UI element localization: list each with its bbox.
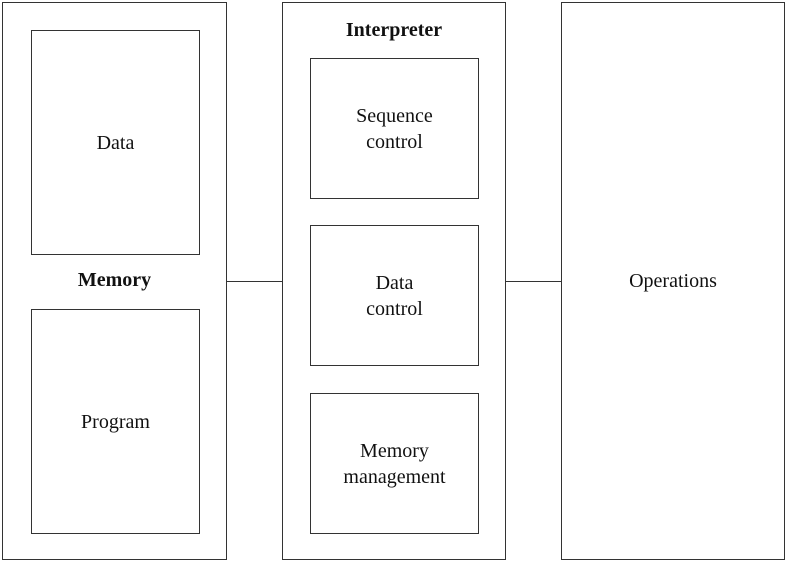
operations-frame: Operations bbox=[561, 2, 785, 560]
memory-data-box: Data bbox=[31, 30, 200, 255]
memory-title: Memory bbox=[77, 269, 152, 291]
memory-program-label: Program bbox=[81, 410, 150, 433]
data-control-label: Data control bbox=[366, 271, 423, 320]
memory-program-box: Program bbox=[31, 309, 200, 534]
memory-management-label: Memory management bbox=[343, 439, 446, 488]
memory-frame: Data Memory Program bbox=[2, 2, 227, 560]
memory-management-box: Memory management bbox=[310, 393, 479, 534]
sequence-control-label: Sequence control bbox=[356, 104, 433, 153]
interpreter-title: Interpreter bbox=[345, 19, 443, 41]
memory-interpreter-connector bbox=[227, 281, 282, 282]
data-control-box: Data control bbox=[310, 225, 479, 366]
memory-data-label: Data bbox=[96, 131, 135, 154]
interpreter-operations-connector bbox=[506, 281, 561, 282]
interpreter-frame: Interpreter Sequence control Data contro… bbox=[282, 2, 506, 560]
operations-label: Operations bbox=[629, 270, 717, 292]
sequence-control-box: Sequence control bbox=[310, 58, 479, 199]
